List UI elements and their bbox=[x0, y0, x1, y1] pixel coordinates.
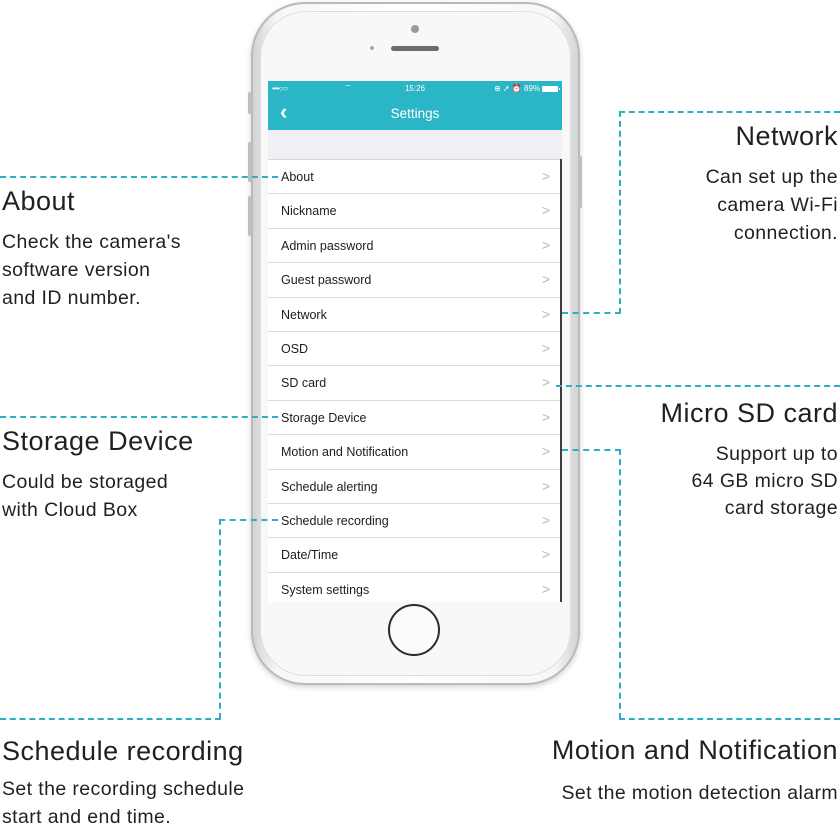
status-time: 15:26 bbox=[404, 84, 426, 93]
battery-icon bbox=[542, 85, 560, 92]
settings-item-label: SD card bbox=[281, 376, 327, 391]
about-desc-2: software version bbox=[2, 259, 151, 281]
about-title: About bbox=[2, 186, 76, 216]
network-callout-line-vertical bbox=[619, 111, 621, 314]
settings-item-sd-card[interactable]: SD card > bbox=[268, 366, 562, 401]
network-desc-1: Can set up the bbox=[705, 166, 838, 188]
network-callout-line-top bbox=[619, 111, 840, 113]
settings-list: About>Nickname>Admin password>Guest pass… bbox=[268, 159, 562, 602]
wifi-icon: ⌔ bbox=[344, 83, 352, 92]
motion-desc-1: Set the motion detection alarm bbox=[561, 782, 838, 804]
about-desc-1: Check the camera's bbox=[2, 231, 181, 253]
chevron-right-icon: > bbox=[541, 374, 550, 391]
settings-item-guest-password[interactable]: Guest password > bbox=[268, 263, 562, 298]
chevron-right-icon: > bbox=[541, 339, 550, 356]
sdcard-desc-1: Support up to bbox=[715, 443, 838, 465]
power-button bbox=[578, 156, 582, 208]
motion-callout-line-vertical bbox=[619, 449, 621, 719]
settings-item-label: Guest password bbox=[281, 273, 372, 288]
volume-up-button bbox=[248, 142, 252, 182]
chevron-right-icon: > bbox=[541, 408, 550, 425]
chevron-right-icon: > bbox=[541, 168, 550, 184]
settings-item-about[interactable]: About > bbox=[268, 160, 562, 195]
volume-down-button bbox=[248, 196, 252, 236]
home-button[interactable] bbox=[388, 604, 440, 656]
settings-item-label: Date/Time bbox=[281, 548, 339, 563]
settings-item-storage-device[interactable]: Storage Device > bbox=[268, 401, 562, 436]
proximity-sensor bbox=[370, 46, 374, 50]
settings-item-admin-password[interactable]: Admin password > bbox=[268, 229, 562, 264]
network-callout-line-bottom bbox=[562, 312, 621, 314]
front-camera bbox=[411, 25, 419, 33]
sdcard-title: Micro SD card bbox=[660, 398, 838, 428]
settings-item-network[interactable]: Network > bbox=[268, 298, 562, 332]
settings-item-date-time[interactable]: Date/Time > bbox=[268, 538, 562, 573]
chevron-right-icon: > bbox=[541, 511, 550, 528]
motion-title: Motion and Notification bbox=[551, 735, 838, 765]
settings-item-label: Motion and Notification bbox=[281, 445, 409, 460]
settings-item-label: Admin password bbox=[281, 238, 374, 253]
status-indicator-text: ⊕ ➚ ⏰ 89% bbox=[493, 84, 540, 93]
settings-item-label: OSD bbox=[281, 341, 309, 356]
motion-callout-line-bottom bbox=[619, 718, 840, 720]
chevron-right-icon: > bbox=[541, 546, 550, 563]
chevron-right-icon: > bbox=[541, 271, 550, 288]
earpiece-speaker bbox=[391, 46, 439, 51]
sdcard-desc-3: card storage bbox=[724, 497, 838, 519]
network-desc-2: camera Wi-Fi bbox=[717, 194, 838, 216]
scrollbar[interactable] bbox=[560, 159, 562, 602]
settings-item-schedule-alerting[interactable]: Schedule alerting > bbox=[268, 470, 562, 504]
nav-bar: ‹ Settings bbox=[268, 96, 562, 130]
network-desc-3: connection. bbox=[733, 222, 838, 244]
status-indicators: ⊕ ➚ ⏰ 89% bbox=[493, 84, 560, 93]
settings-item-label: Storage Device bbox=[281, 410, 367, 425]
settings-item-label: Nickname bbox=[281, 204, 337, 219]
chevron-right-icon: > bbox=[541, 580, 550, 597]
signal-icon: •••○○ bbox=[272, 84, 288, 93]
sdcard-desc-2: 64 GB micro SD bbox=[691, 470, 838, 492]
settings-item-label: System settings bbox=[281, 582, 370, 597]
schedule-desc-1: Set the recording schedule bbox=[2, 778, 245, 800]
chevron-right-icon: > bbox=[541, 202, 550, 219]
network-title: Network bbox=[735, 121, 838, 151]
about-callout-line bbox=[0, 176, 278, 178]
mute-switch bbox=[248, 92, 252, 114]
app-screen: •••○○ ⌔ 15:26 ⊕ ➚ ⏰ 89% ‹ Settings About… bbox=[268, 81, 562, 602]
settings-item-osd[interactable]: OSD > bbox=[268, 332, 562, 367]
settings-item-label: Schedule alerting bbox=[281, 479, 378, 494]
storage-desc-1: Could be storaged bbox=[2, 471, 169, 493]
settings-item-motion-and-notification[interactable]: Motion and Notification > bbox=[268, 435, 562, 470]
motion-callout-line-top bbox=[562, 449, 621, 451]
settings-item-label: Schedule recording bbox=[281, 513, 389, 528]
settings-item-system-settings[interactable]: System settings > bbox=[268, 573, 562, 602]
storage-desc-2: with Cloud Box bbox=[2, 499, 138, 521]
settings-item-schedule-recording[interactable]: Schedule recording > bbox=[268, 504, 562, 539]
settings-item-label: Network bbox=[281, 307, 327, 322]
schedule-callout-line-bottom bbox=[0, 718, 221, 720]
chevron-right-icon: > bbox=[541, 236, 550, 253]
storage-title: Storage Device bbox=[2, 426, 194, 456]
storage-callout-line bbox=[0, 416, 278, 418]
schedule-desc-2: start and end time. bbox=[2, 806, 172, 828]
schedule-title: Schedule recording bbox=[2, 736, 244, 766]
status-bar: •••○○ ⌔ 15:26 ⊕ ➚ ⏰ 89% bbox=[268, 81, 562, 96]
settings-item-nickname[interactable]: Nickname > bbox=[268, 194, 562, 229]
sdcard-callout-line bbox=[556, 385, 840, 387]
settings-item-label: About bbox=[281, 170, 314, 184]
schedule-callout-line-vertical bbox=[219, 519, 221, 719]
chevron-left-icon[interactable]: ‹ bbox=[280, 99, 288, 124]
about-desc-3: and ID number. bbox=[2, 287, 141, 309]
chevron-right-icon: > bbox=[541, 477, 550, 494]
page-title: Settings bbox=[390, 106, 440, 121]
chevron-right-icon: > bbox=[541, 443, 550, 460]
schedule-callout-line-top bbox=[219, 519, 278, 521]
chevron-right-icon: > bbox=[541, 305, 550, 322]
